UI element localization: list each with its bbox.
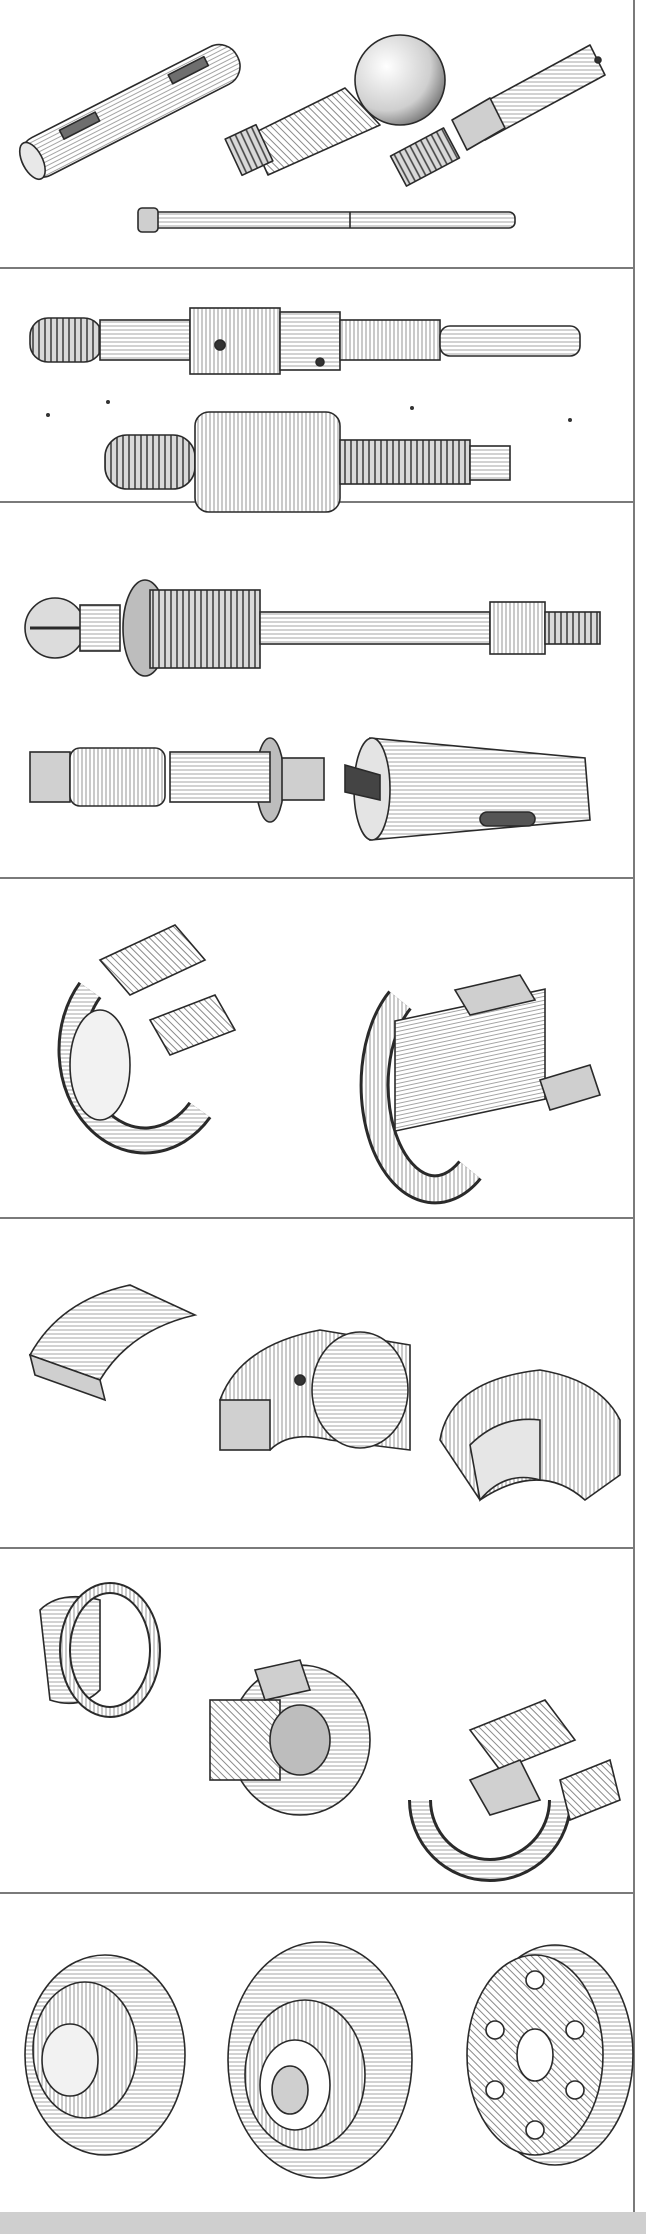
taper-sleeve (344, 737, 591, 841)
bolt-hole-disc (466, 1944, 634, 2166)
panel-flanges-and-discs (24, 1941, 634, 2179)
ball-stud (224, 34, 446, 177)
split-bearing-housing-b (359, 974, 602, 1205)
half-shell-flanged (219, 1329, 411, 1452)
split-bush-assembly (408, 1699, 621, 1882)
panel-adjusting-screws (24, 579, 601, 841)
bottom-strip (0, 2212, 646, 2234)
cored-bush (209, 1659, 371, 1816)
threaded-sleeve-shaft (104, 411, 511, 513)
small-bush-section (39, 1582, 161, 1718)
long-rod (137, 207, 516, 233)
threaded-stepped-shaft (29, 307, 581, 375)
half-shell-grooved (439, 1369, 621, 1502)
panel-shafts-and-pins (18, 34, 606, 233)
split-bearing-housing-a (57, 924, 237, 1155)
threaded-pin-with-nut (389, 44, 606, 187)
panel-half-bearing-shells (28, 1284, 621, 1502)
scan-specks (46, 400, 572, 422)
half-shell-thin (28, 1284, 198, 1402)
panel-bushing-sections (39, 1582, 621, 1882)
panel-stepped-threaded-shafts (29, 307, 581, 513)
square-end-pin (29, 737, 325, 823)
adjusting-screw (24, 579, 601, 677)
spiral-flange (227, 1941, 413, 2179)
panel-bearing-housings (57, 924, 602, 1205)
splined-pin (18, 43, 241, 181)
stepped-flange (24, 1954, 186, 2156)
